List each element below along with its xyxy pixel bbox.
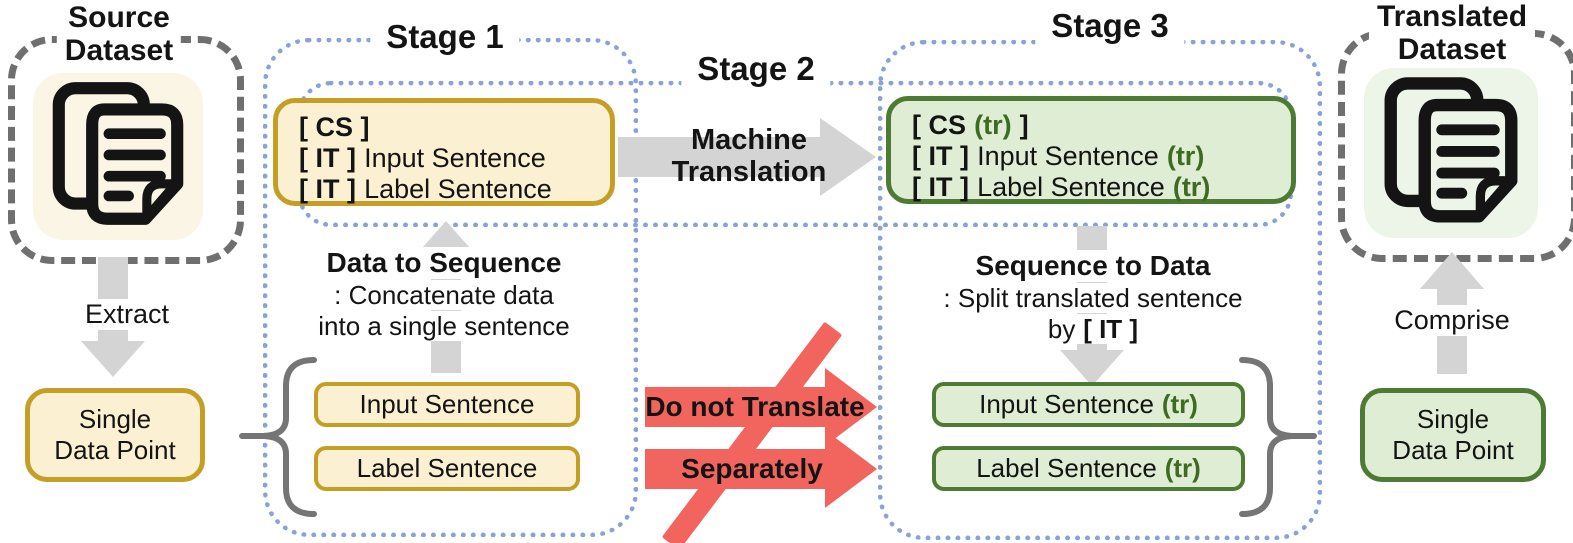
source-title-line1: Source — [68, 1, 170, 34]
data-to-sequence-line1: : Concatenate data — [328, 280, 560, 310]
stage3-seq-line3: [ IT ] Label Sentence(tr) — [912, 172, 1291, 203]
sequence-to-data-line2: by[ IT ] — [1041, 314, 1145, 344]
translated-single-data-point: Single Data Point — [1360, 388, 1546, 482]
it-tag: [ IT ] — [299, 174, 356, 204]
documents-icon — [1364, 68, 1538, 238]
comprise-label: Comprise — [1388, 305, 1516, 336]
stage1-seq-line3: [ IT ] Label Sentence — [299, 174, 610, 205]
translated-documents-tile — [1364, 68, 1538, 238]
tr-marker: (tr) — [1172, 172, 1211, 202]
source-documents-tile — [33, 73, 203, 240]
it-tag: [ IT ] — [912, 172, 969, 202]
left-curly-brace — [232, 356, 318, 518]
translated-data-point-line2: Data Point — [1392, 435, 1514, 465]
stage3-input-sentence-box: Input Sentence(tr) — [932, 382, 1245, 427]
stage1-seq-line1: [ CS ] — [299, 112, 610, 143]
tr-marker: (tr) — [1166, 141, 1205, 171]
it-tag: [ IT ] — [912, 141, 969, 171]
stage3-seq-line2: [ IT ] Input Sentence(tr) — [912, 141, 1291, 172]
stage1-input-sentence-box: Input Sentence — [314, 382, 580, 427]
label-sentence-text: Label Sentence — [977, 172, 1165, 202]
input-sentence-text: Input Sentence — [977, 141, 1159, 171]
it-tag: [ IT ] — [1083, 314, 1139, 344]
label-sentence-text: Label Sentence — [364, 174, 552, 204]
input-sentence-label: Input Sentence — [979, 389, 1155, 419]
translated-dataset-title: Translated Dataset — [1368, 0, 1536, 66]
stage1-seq-line2: [ IT ] Input Sentence — [299, 143, 610, 174]
sequence-to-data-title: Sequence to Data — [969, 250, 1217, 282]
source-title-line2: Dataset — [64, 34, 174, 67]
source-dataset-title: Source Dataset — [56, 1, 182, 67]
data-to-sequence-title: Data to Sequence — [320, 247, 568, 279]
stage3-title: Stage 3 — [1035, 7, 1185, 45]
stage3-seq-line1: [ CS (tr)] — [912, 110, 1291, 141]
translated-data-point-line1: Single — [1416, 404, 1490, 434]
data-to-sequence-line2: into a single sentence — [312, 311, 576, 341]
machine-translation-label: Machine Translation — [672, 124, 827, 188]
stage3-label-sentence-box: Label Sentence(tr) — [932, 446, 1245, 491]
input-sentence-label: Input Sentence — [359, 389, 535, 419]
by-text: by — [1047, 314, 1076, 344]
source-data-point-line1: Single — [78, 404, 152, 434]
stage1-title: Stage 1 — [370, 18, 520, 56]
machine-translation-line1: Machine — [690, 124, 808, 156]
tr-marker: (tr) — [1164, 453, 1201, 483]
tr-marker: (tr) — [974, 110, 1012, 140]
translated-title-line2: Dataset — [1397, 33, 1507, 66]
tr-marker: (tr) — [1161, 389, 1198, 419]
stage1-sequence-box: [ CS ] [ IT ] Input Sentence [ IT ] Label … — [273, 98, 615, 206]
machine-translation-line2: Translation — [671, 156, 827, 188]
label-sentence-label: Label Sentence — [976, 453, 1157, 483]
source-data-point-line2: Data Point — [54, 435, 176, 465]
machine-translation-arrow-right — [618, 118, 876, 196]
stage2-title: Stage 2 — [681, 50, 831, 88]
do-not-translate-label: Do not Translate — [645, 391, 865, 422]
cs-tag: [ CS ] — [299, 112, 370, 142]
sequence-to-data-description: Sequence to Data : Split translated sent… — [937, 250, 1249, 344]
right-curly-brace — [1238, 356, 1324, 518]
bracket-close: ] — [1019, 110, 1029, 140]
extract-label: Extract — [78, 299, 176, 330]
label-sentence-label: Label Sentence — [356, 453, 538, 483]
input-sentence-text: Input Sentence — [364, 143, 546, 173]
sequence-to-data-line1: : Split translated sentence — [937, 283, 1249, 313]
data-to-sequence-description: Data to Sequence : Concatenate data into… — [312, 247, 576, 341]
stage3-sequence-box: [ CS(tr)] [ IT ]Input Sentence(tr) [ IT … — [886, 96, 1296, 204]
documents-icon — [33, 73, 203, 240]
source-single-data-point: Single Data Point — [25, 388, 205, 482]
stage1-label-sentence-box: Label Sentence — [314, 446, 580, 491]
it-tag: [ IT ] — [299, 143, 356, 173]
separately-label: Separately — [681, 453, 823, 484]
translated-title-line1: Translated — [1376, 0, 1528, 33]
cs-tag: [ CS — [912, 110, 966, 140]
